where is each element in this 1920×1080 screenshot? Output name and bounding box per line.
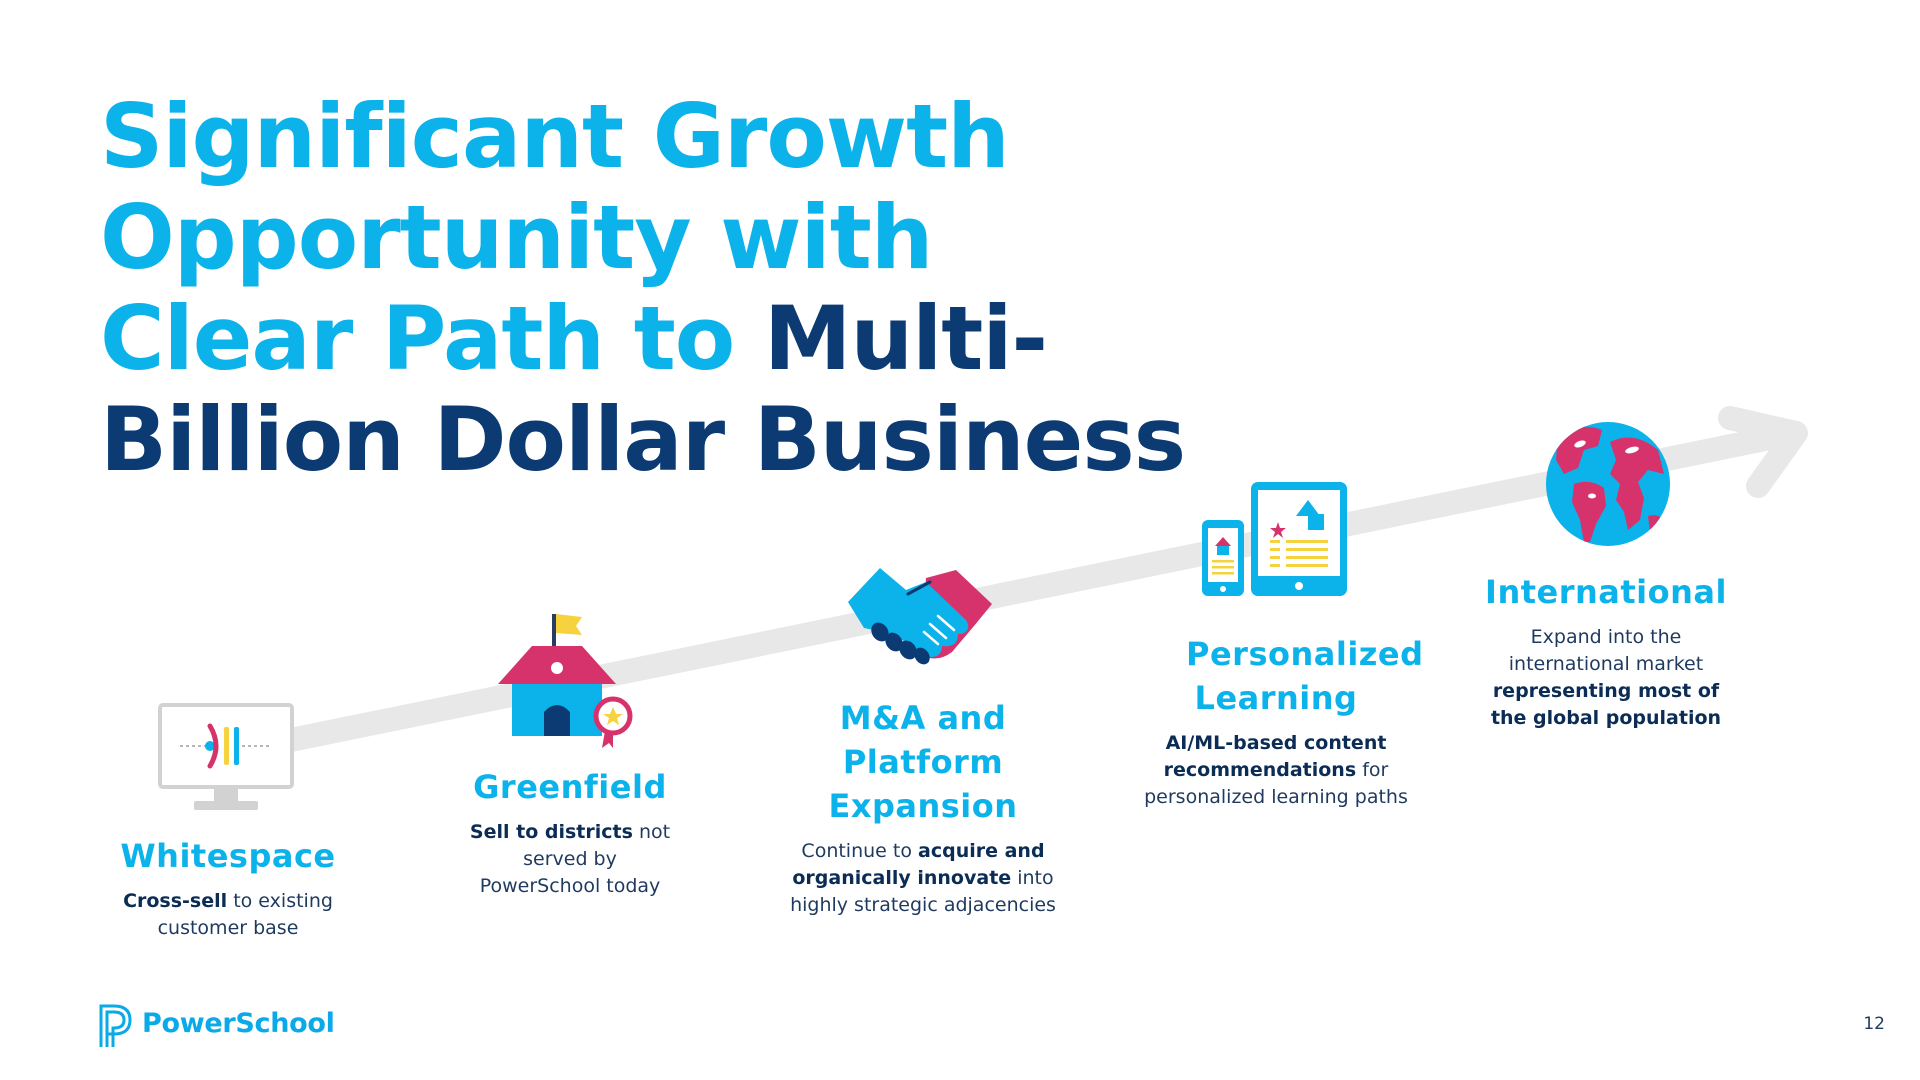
schoolhouse-icon — [498, 614, 633, 748]
stage-personalized-learning: Personalized Learning AI/ML-based conten… — [1126, 632, 1426, 811]
page-number: 12 — [1863, 1014, 1885, 1034]
title-highlight: Significant Growth Opportunity with Clea… — [100, 85, 1010, 390]
globe-icon — [1546, 422, 1670, 546]
monitor-icon — [158, 703, 294, 810]
stage-name: Whitespace — [120, 837, 336, 875]
stage-name: International — [1485, 573, 1727, 611]
powerschool-logo-icon — [99, 1004, 132, 1047]
stage-description: Sell to districts not served by PowerSch… — [469, 821, 671, 897]
stage-greenfield: Greenfield Sell to districts not served … — [440, 765, 700, 900]
stage-description: Cross-sell to existing customer base — [123, 890, 333, 939]
stage-international: International Expand into the internatio… — [1466, 570, 1746, 732]
stage-name: Greenfield — [473, 768, 667, 806]
stage-name: M&A and Platform Expansion — [828, 699, 1018, 825]
stage-whitespace: Whitespace Cross-sell to existing custom… — [88, 834, 368, 942]
logo-text: PowerSchool — [142, 1008, 335, 1039]
stage-description: Expand into the international market rep… — [1490, 626, 1722, 729]
stage-name: Personalized Learning — [1186, 635, 1424, 717]
stage-description: Continue to acquire and organically inno… — [790, 840, 1056, 916]
page-title: Significant Growth Opportunity with Clea… — [100, 86, 1200, 490]
stage-description: AI/ML-based content recommendations for … — [1144, 732, 1408, 808]
handshake-icon — [848, 568, 992, 665]
devices-icon — [1202, 482, 1347, 596]
stage-ma-platform-expansion: M&A and Platform Expansion Continue to a… — [748, 696, 1098, 919]
title-emphasis: Multi-Billion Dollar Business — [100, 287, 1186, 491]
